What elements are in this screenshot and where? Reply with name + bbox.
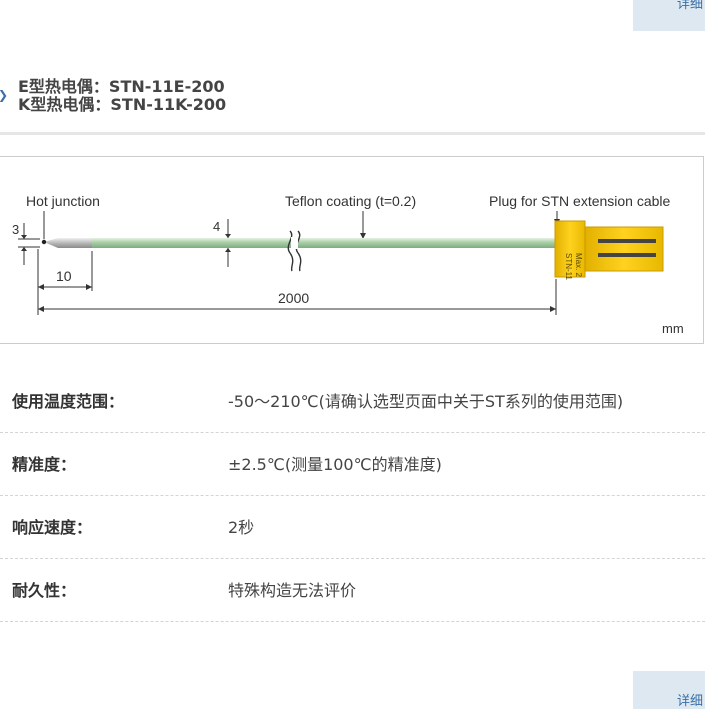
probe-sheath	[90, 238, 560, 248]
break-gap	[291, 237, 298, 249]
spec-label: 耐久性：	[12, 581, 77, 600]
teflon-arrowhead	[360, 233, 366, 239]
dim-10-arrow-right	[86, 284, 92, 290]
detail-button-bottom[interactable]: 详细	[633, 671, 705, 709]
spec-row-response: 响应速度： 2秒	[0, 496, 705, 559]
spec-value: -50～210℃(请确认选型页面中关于ST系列的使用范围)	[228, 392, 624, 411]
plug-max-text: Max. 2	[574, 253, 583, 278]
spec-label: 使用温度范围：	[12, 392, 125, 411]
title-line-k: K型热电偶：STN-11K-200	[18, 95, 227, 114]
teflon-label: Teflon coating (t=0.2)	[285, 193, 416, 209]
unit-label: mm	[662, 321, 684, 336]
hot-junction-dot	[41, 239, 47, 245]
plug-pin-1	[598, 239, 656, 243]
product-title: ❯ E型热电偶：STN-11E-200 K型热电偶：STN-11K-200	[0, 78, 705, 114]
probe-diagram: Hot junction Teflon coating (t=0.2) Plug…	[0, 156, 704, 344]
dim-4-label: 4	[213, 219, 220, 234]
dim-4-arrow-top	[225, 234, 231, 238]
dim-2000-label: 2000	[278, 290, 309, 306]
break-mark-1	[287, 230, 294, 272]
dim-10-label: 10	[56, 268, 72, 284]
spec-label: 响应速度：	[12, 518, 93, 537]
dim-3-arrow-top	[21, 235, 27, 239]
spec-value: 特殊构造无法评价	[228, 581, 357, 600]
plug-connector	[584, 226, 664, 272]
spec-value: 2秒	[228, 518, 255, 537]
plug-label: Plug for STN extension cable	[489, 193, 671, 209]
title-line-e: E型热电偶：STN-11E-200	[18, 77, 225, 96]
plug-model-text: STN-11	[564, 253, 573, 281]
title-divider	[0, 132, 705, 135]
spec-row-temperature: 使用温度范围： -50～210℃(请确认选型页面中关于ST系列的使用范围)	[0, 370, 705, 433]
dim-4-arrow-bottom	[225, 248, 231, 252]
dim-2000-arrow-right	[550, 306, 556, 312]
plug-body	[554, 220, 586, 278]
dim-10-arrow-left	[38, 284, 44, 290]
spec-row-accuracy: 精准度： ±2.5℃(测量100℃的精准度)	[0, 433, 705, 496]
detail-button-top[interactable]: 详细	[633, 0, 705, 31]
hot-junction-label: Hot junction	[26, 193, 100, 209]
dim-3-label: 3	[12, 222, 19, 237]
chevron-right-icon: ❯	[0, 88, 8, 102]
spec-label: 精准度：	[12, 455, 77, 474]
probe-tip	[44, 238, 92, 248]
spec-value: ±2.5℃(测量100℃的精准度)	[228, 455, 442, 474]
spec-row-durability: 耐久性： 特殊构造无法评价	[0, 559, 705, 622]
dim-2000-arrow-left	[38, 306, 44, 312]
probe-diagram-svg: Hot junction Teflon coating (t=0.2) Plug…	[12, 193, 684, 336]
dim-3-arrow-bottom	[21, 247, 27, 251]
plug-pin-2	[598, 253, 656, 257]
break-mark-2	[295, 230, 302, 272]
